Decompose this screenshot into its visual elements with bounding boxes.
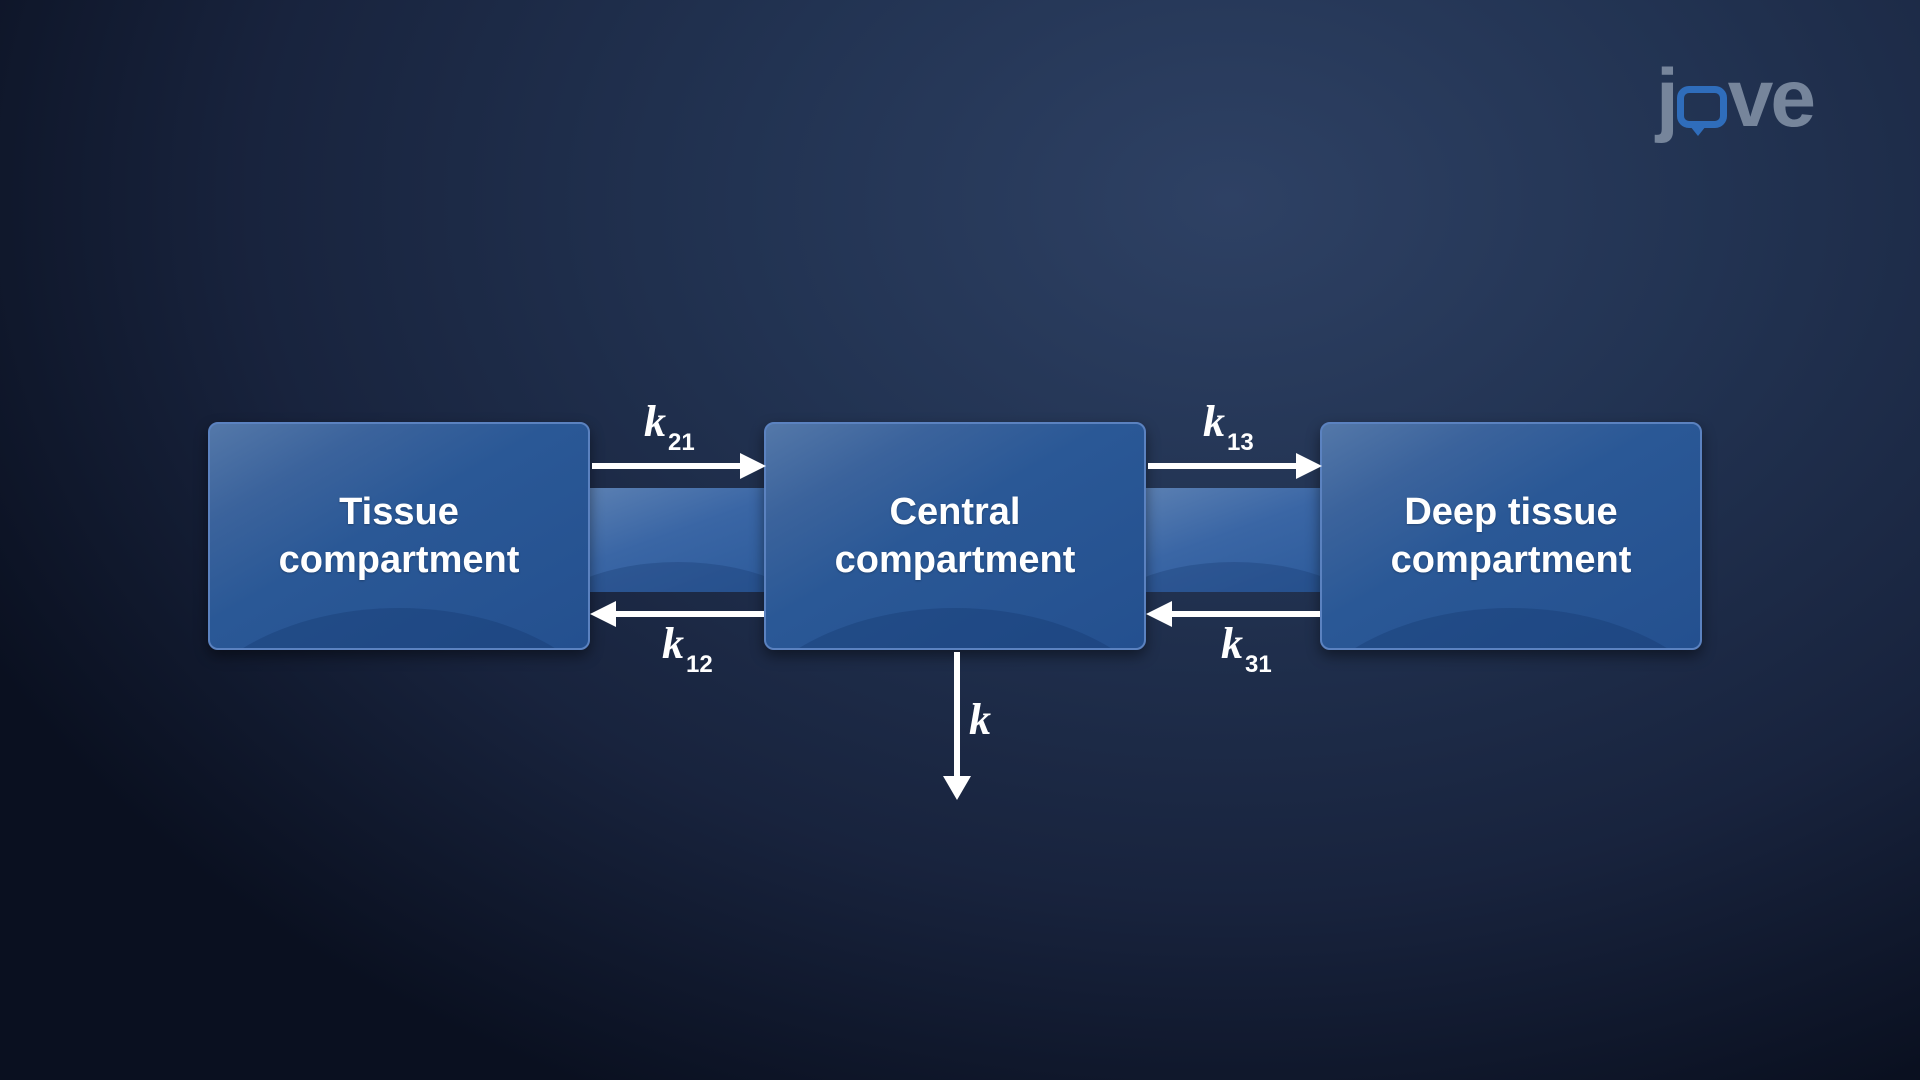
rate-label-k13: k13 bbox=[1203, 397, 1254, 457]
rate-symbol: k bbox=[662, 619, 684, 668]
rate-symbol: k bbox=[1203, 397, 1225, 446]
arrow-k21 bbox=[592, 453, 766, 479]
central-compartment-box: Central compartment bbox=[764, 422, 1146, 650]
rate-symbol: k bbox=[1221, 619, 1243, 668]
speech-bubble-icon bbox=[1676, 86, 1727, 136]
connector-band-right bbox=[1146, 488, 1322, 592]
connector-band-left bbox=[590, 488, 766, 592]
rate-subscript: 31 bbox=[1245, 651, 1272, 678]
rate-label-k12: k12 bbox=[662, 619, 713, 679]
logo-text-ve: ve bbox=[1727, 53, 1816, 144]
jove-logo: j ve bbox=[1656, 58, 1826, 148]
arrow-k13 bbox=[1148, 453, 1322, 479]
arrow-k-elimination bbox=[943, 652, 971, 800]
rate-subscript: 21 bbox=[668, 429, 695, 456]
rate-subscript: 12 bbox=[686, 651, 713, 678]
rate-symbol: k bbox=[644, 397, 666, 446]
rate-symbol: k bbox=[969, 695, 991, 744]
logo-text-j: j bbox=[1656, 53, 1679, 144]
rate-label-k31: k31 bbox=[1221, 619, 1272, 679]
central-compartment-label: Central compartment bbox=[834, 491, 1076, 581]
rate-label-k: k bbox=[969, 698, 991, 742]
deep-tissue-compartment-box: Deep tissue compartment bbox=[1320, 422, 1702, 650]
tissue-compartment-label: Tissue compartment bbox=[278, 491, 520, 581]
deep-tissue-compartment-label: Deep tissue compartment bbox=[1390, 491, 1632, 581]
tissue-compartment-box: Tissue compartment bbox=[208, 422, 590, 650]
rate-label-k21: k21 bbox=[644, 397, 695, 457]
rate-subscript: 13 bbox=[1227, 429, 1254, 456]
